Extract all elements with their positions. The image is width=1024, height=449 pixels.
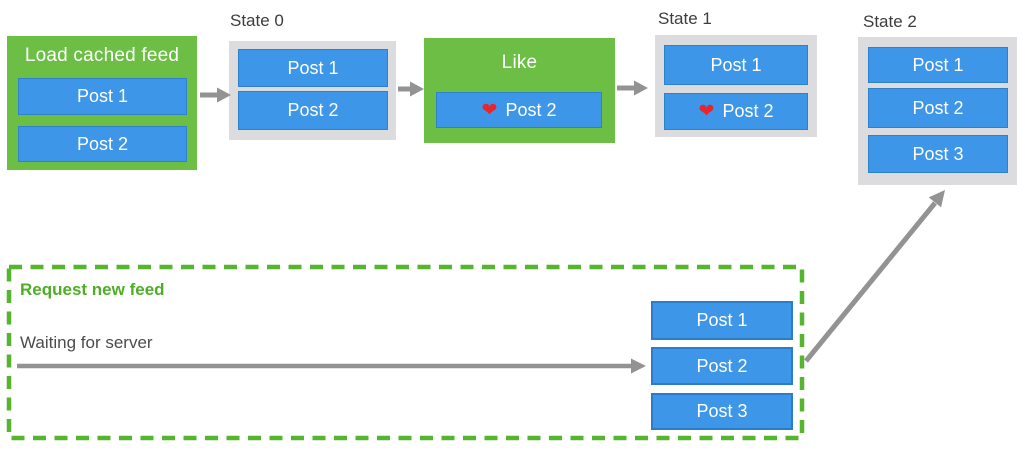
arrow-right-icon <box>617 80 648 96</box>
state0-box: Post 1 Post 2 <box>229 41 396 140</box>
state2-label: State 2 <box>863 12 917 31</box>
state2-box: Post 1 Post 2 Post 3 <box>858 37 1017 185</box>
post-label: Post 1 <box>696 310 748 330</box>
heart-icon: ❤ <box>698 101 715 122</box>
state0-post-1: Post 1 <box>238 49 388 87</box>
state1-label: State 1 <box>658 9 712 28</box>
state2-post-3: Post 3 <box>868 135 1008 173</box>
post-label: Post 1 <box>912 54 964 75</box>
arrow-right-icon <box>200 87 231 103</box>
state2-post-1: Post 1 <box>868 47 1008 83</box>
post-label: Post 1 <box>287 57 339 78</box>
post-label: Post 3 <box>696 401 748 421</box>
arrow-up-right-icon <box>804 190 945 363</box>
post-label: Post 3 <box>912 143 964 164</box>
like-action-title: Like <box>501 52 538 73</box>
load-cached-feed-box: Load cached feed Post 1 Post 2 <box>7 36 197 170</box>
post-label: Post 2 <box>505 99 557 120</box>
cached-post-2: Post 2 <box>18 126 187 162</box>
request-new-feed-title: Request new feed <box>20 280 165 299</box>
state2-post-2: Post 2 <box>868 88 1008 128</box>
like-action-box: Like ❤ Post 2 <box>424 38 615 143</box>
state1-post-2-liked: ❤ Post 2 <box>664 93 808 130</box>
request-new-feed-panel: Request new feed Waiting for server Post… <box>7 265 804 440</box>
post-label: Post 2 <box>722 101 774 121</box>
load-cached-feed-title: Load cached feed <box>24 45 180 66</box>
cached-post-1: Post 1 <box>18 78 187 115</box>
waiting-for-server-text: Waiting for server <box>20 333 153 352</box>
state1-box: Post 1 ❤ Post 2 <box>655 35 817 137</box>
pending-post-3: Post 3 <box>651 393 793 430</box>
post-label: Post 2 <box>76 133 129 154</box>
liked-post-2: ❤ Post 2 <box>436 92 602 128</box>
heart-icon: ❤ <box>481 99 498 121</box>
post-label: Post 1 <box>710 54 762 75</box>
post-label: Post 1 <box>76 86 129 106</box>
arrow-right-icon <box>398 81 424 97</box>
state0-post-2: Post 2 <box>238 91 388 130</box>
state0-label: State 0 <box>230 11 284 30</box>
post-label: Post 2 <box>912 97 964 118</box>
state1-post-1: Post 1 <box>664 45 808 85</box>
post-label: Post 2 <box>287 100 339 120</box>
pending-post-1: Post 1 <box>651 301 793 340</box>
pending-post-2: Post 2 <box>651 347 793 385</box>
post-label: Post 2 <box>696 355 748 376</box>
